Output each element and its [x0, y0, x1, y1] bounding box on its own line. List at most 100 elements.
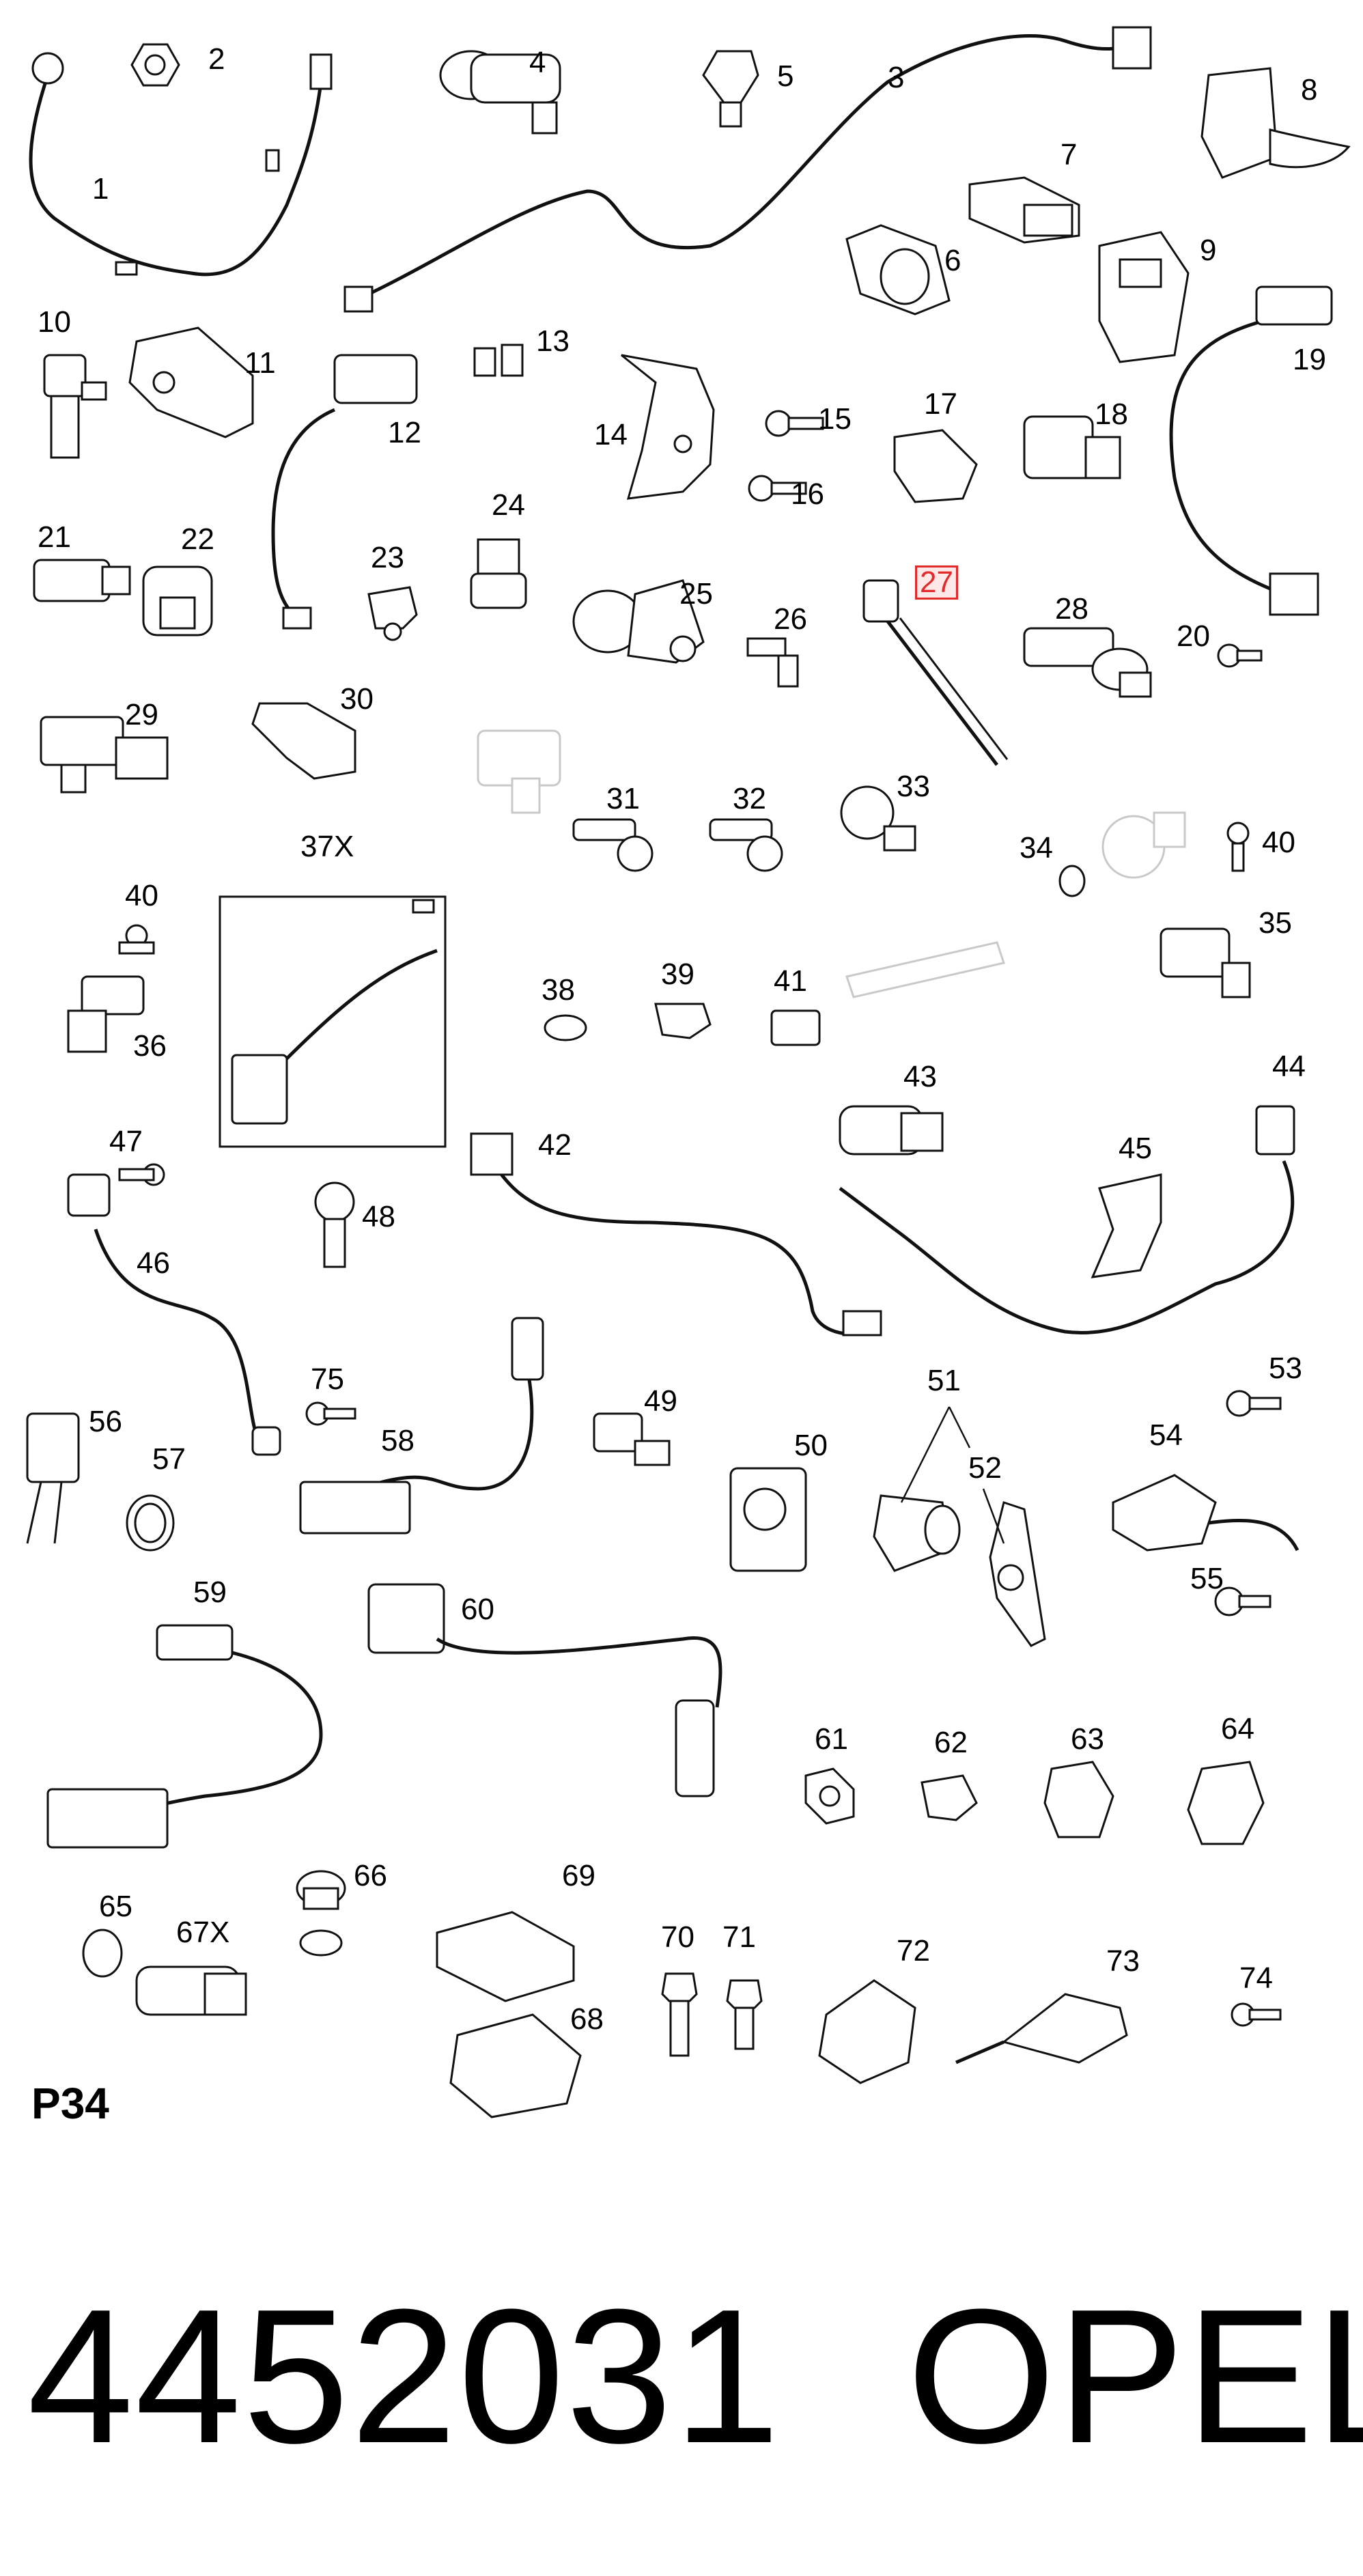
callout-45[interactable]: 45: [1119, 1132, 1152, 1165]
callout-47[interactable]: 47: [109, 1125, 143, 1158]
callout-25[interactable]: 25: [679, 577, 713, 611]
part-6-connector-housing[interactable]: [845, 224, 951, 316]
callout-38[interactable]: 38: [542, 973, 575, 1007]
callout-22[interactable]: 22: [181, 522, 214, 556]
callout-49[interactable]: 49: [644, 1384, 677, 1418]
part-5-clip[interactable]: [702, 50, 759, 128]
part-41-connector[interactable]: [770, 1009, 821, 1046]
callout-67x[interactable]: 67X: [176, 1916, 230, 1949]
part-21-sensor[interactable]: [33, 559, 131, 602]
callout-28[interactable]: 28: [1055, 592, 1088, 626]
callout-33[interactable]: 33: [897, 770, 930, 803]
callout-39[interactable]: 39: [661, 957, 694, 991]
part-51-sensor[interactable]: [873, 1494, 961, 1572]
part-66-plug[interactable]: [296, 1870, 346, 1957]
part-42-sensor-cable[interactable]: [470, 1132, 882, 1336]
callout-27-highlighted[interactable]: 27: [915, 565, 958, 600]
callout-73[interactable]: 73: [1106, 1944, 1140, 1978]
callout-63[interactable]: 63: [1071, 1722, 1104, 1756]
part-47-bolt[interactable]: [118, 1163, 165, 1186]
part-59-oxygen-sensor[interactable]: [46, 1624, 323, 1849]
part-52-bracket[interactable]: [989, 1501, 1046, 1647]
callout-58[interactable]: 58: [381, 1424, 414, 1457]
callout-19[interactable]: 19: [1293, 343, 1326, 376]
callout-64[interactable]: 64: [1221, 1712, 1254, 1746]
part-14-bracket[interactable]: [621, 354, 715, 500]
part-33-sensor[interactable]: [840, 785, 916, 852]
part-48-bolt[interactable]: [314, 1181, 355, 1268]
callout-59[interactable]: 59: [193, 1576, 227, 1609]
part-58-oxygen-sensor[interactable]: [299, 1317, 544, 1535]
callout-24[interactable]: 24: [492, 488, 525, 522]
callout-18[interactable]: 18: [1095, 397, 1128, 431]
part-32-bolt[interactable]: [709, 818, 783, 872]
callout-46[interactable]: 46: [137, 1246, 170, 1280]
part-49-temperature-sensor[interactable]: [593, 1412, 671, 1466]
callout-62[interactable]: 62: [934, 1726, 968, 1759]
callout-13[interactable]: 13: [536, 324, 570, 358]
part-60-oxygen-sensor[interactable]: [367, 1583, 722, 1797]
callout-26[interactable]: 26: [774, 602, 807, 636]
callout-75[interactable]: 75: [311, 1362, 344, 1396]
part-53-bolt[interactable]: [1226, 1390, 1282, 1417]
callout-10[interactable]: 10: [38, 305, 71, 339]
callout-37x[interactable]: 37X: [300, 830, 354, 863]
part-22-sensor[interactable]: [142, 565, 213, 636]
callout-65[interactable]: 65: [99, 1890, 132, 1923]
part-38-washer[interactable]: [544, 1014, 587, 1041]
part-69-control-module[interactable]: [436, 1911, 575, 2002]
callout-61[interactable]: 61: [815, 1722, 848, 1756]
part-46-sensor-cable[interactable]: [67, 1173, 281, 1456]
callout-4[interactable]: 4: [529, 46, 546, 79]
callout-42[interactable]: 42: [538, 1128, 572, 1162]
part-65-o-ring[interactable]: [82, 1929, 123, 1978]
part-61-nut[interactable]: [804, 1767, 855, 1825]
callout-40-lower[interactable]: 40: [125, 879, 158, 912]
part-1-wheel-speed-sensor[interactable]: [29, 52, 333, 277]
callout-16[interactable]: 16: [791, 477, 824, 511]
part-15-bolt[interactable]: [765, 410, 824, 437]
part-12-sensor-cable[interactable]: [271, 354, 418, 630]
part-71-bolt[interactable]: [726, 1979, 763, 2050]
part-44-temperature-sensor[interactable]: [839, 1105, 1295, 1335]
callout-6[interactable]: 6: [944, 244, 961, 277]
part-40-bolt-lower[interactable]: [118, 924, 155, 955]
part-10-sensor[interactable]: [43, 354, 107, 459]
part-31-bolt[interactable]: [572, 818, 654, 872]
part-9-switch-assembly[interactable]: [1098, 231, 1190, 363]
part-57-o-ring[interactable]: [126, 1494, 175, 1552]
part-40-bolt-upper[interactable]: [1226, 822, 1250, 872]
callout-68[interactable]: 68: [570, 2002, 604, 2036]
callout-69[interactable]: 69: [562, 1859, 595, 1892]
callout-20[interactable]: 20: [1177, 619, 1210, 653]
part-63-bracket[interactable]: [1043, 1761, 1114, 1838]
part-37x-repair-kit[interactable]: [219, 895, 447, 1148]
part-25-sensor[interactable]: [572, 579, 705, 664]
part-73-sensor[interactable]: [955, 1993, 1128, 2064]
callout-74[interactable]: 74: [1239, 1961, 1273, 1995]
callout-5[interactable]: 5: [777, 59, 794, 93]
callout-36[interactable]: 36: [133, 1029, 167, 1063]
callout-43[interactable]: 43: [903, 1060, 937, 1093]
callout-29[interactable]: 29: [125, 698, 158, 731]
part-16-bolt[interactable]: [748, 475, 807, 502]
part-72-sensor-frame[interactable]: [818, 1979, 916, 2084]
callout-2[interactable]: 2: [208, 42, 225, 76]
part-56-connector[interactable]: [26, 1412, 80, 1544]
callout-72[interactable]: 72: [897, 1934, 930, 1968]
callout-51[interactable]: 51: [927, 1364, 961, 1397]
callout-11[interactable]: 11: [244, 346, 276, 380]
callout-14[interactable]: 14: [594, 418, 628, 451]
part-20-bolt[interactable]: [1217, 643, 1263, 668]
part-29-map-sensor[interactable]: [40, 716, 169, 794]
callout-56[interactable]: 56: [89, 1405, 122, 1438]
callout-15[interactable]: 15: [818, 402, 852, 436]
callout-17[interactable]: 17: [924, 387, 957, 421]
callout-32[interactable]: 32: [733, 782, 766, 815]
part-4-pressure-switch[interactable]: [439, 50, 561, 135]
callout-8[interactable]: 8: [1301, 73, 1318, 107]
part-11-bracket[interactable]: [128, 326, 254, 438]
callout-44[interactable]: 44: [1272, 1050, 1306, 1083]
part-67x-switch[interactable]: [135, 1965, 247, 2016]
callout-53[interactable]: 53: [1269, 1352, 1302, 1385]
